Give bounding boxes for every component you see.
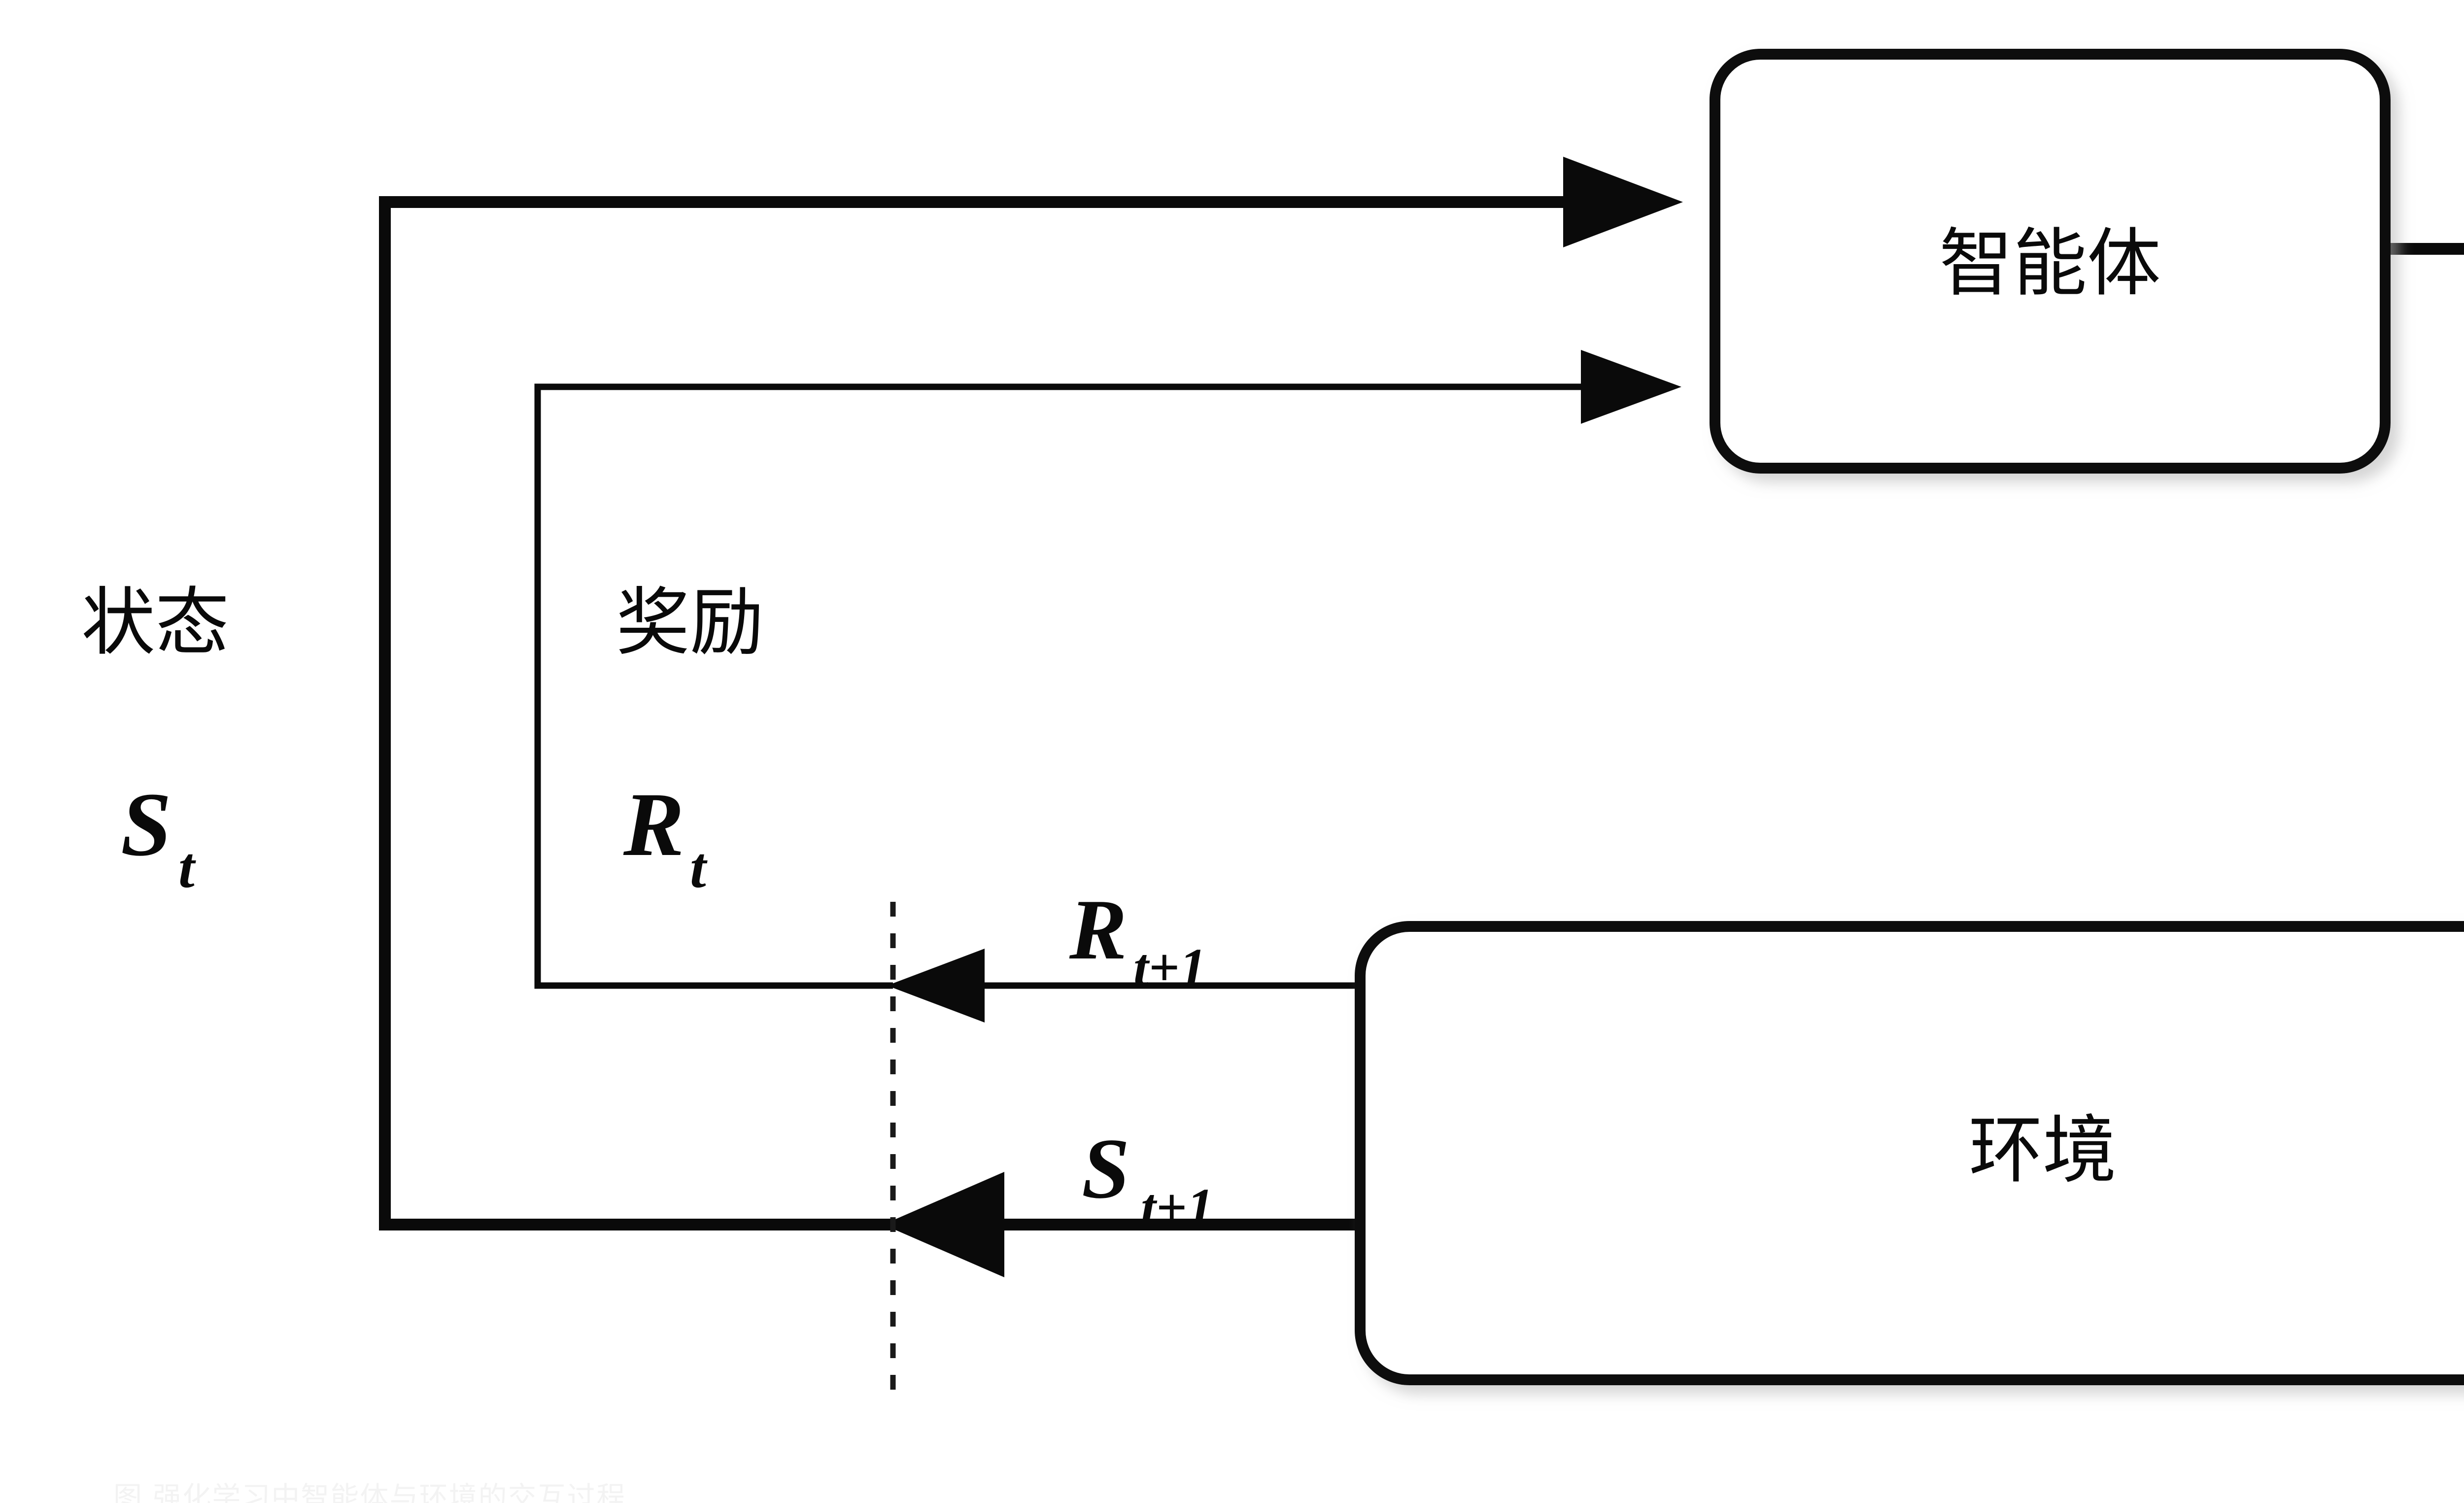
environment-box[interactable] xyxy=(1355,921,2464,1385)
state-feedback-arrowhead-icon xyxy=(1563,157,1683,247)
edge-state-feedback xyxy=(379,157,1683,1230)
label-next-reward: R t+1 xyxy=(1069,882,1206,997)
reward-feedback-line xyxy=(534,383,1584,989)
state-word-label: 状态 xyxy=(81,580,229,666)
next-reward-arrowhead-icon xyxy=(887,949,985,1023)
next-state-subscript-label: t+1 xyxy=(1141,1177,1214,1237)
agent-label: 智能体 xyxy=(1939,221,2161,307)
label-state: 状态 S t xyxy=(81,580,229,900)
state-subscript-label: t xyxy=(178,835,196,900)
next-state-symbol-label: S xyxy=(1082,1121,1129,1216)
state-feedback-line xyxy=(379,196,1567,1230)
reward-word-label: 奖励 xyxy=(616,580,764,666)
label-reward: 奖励 R t xyxy=(616,580,764,900)
node-agent[interactable] xyxy=(1710,49,2391,474)
reward-subscript-label: t xyxy=(690,835,708,900)
reward-symbol-label: R xyxy=(623,774,684,875)
next-state-arrowhead-icon xyxy=(883,1172,1004,1277)
edge-next-reward xyxy=(887,949,1360,1023)
edge-reward-feedback xyxy=(534,350,1681,989)
environment-label: 环境 xyxy=(1969,1108,2117,1194)
next-reward-subscript-label: t+1 xyxy=(1133,937,1206,997)
reward-feedback-arrowhead-icon xyxy=(1581,350,1681,424)
label-next-state: S t+1 xyxy=(1082,1121,1214,1237)
agent-box[interactable] xyxy=(1710,49,2391,474)
state-symbol-label: S xyxy=(121,774,171,875)
edge-next-state xyxy=(883,1172,1360,1277)
node-environment[interactable] xyxy=(1355,921,2464,1385)
next-reward-symbol-label: R xyxy=(1069,882,1127,977)
figure-caption: 图 强化学习中智能体与环境的交互过程 xyxy=(113,1482,626,1503)
